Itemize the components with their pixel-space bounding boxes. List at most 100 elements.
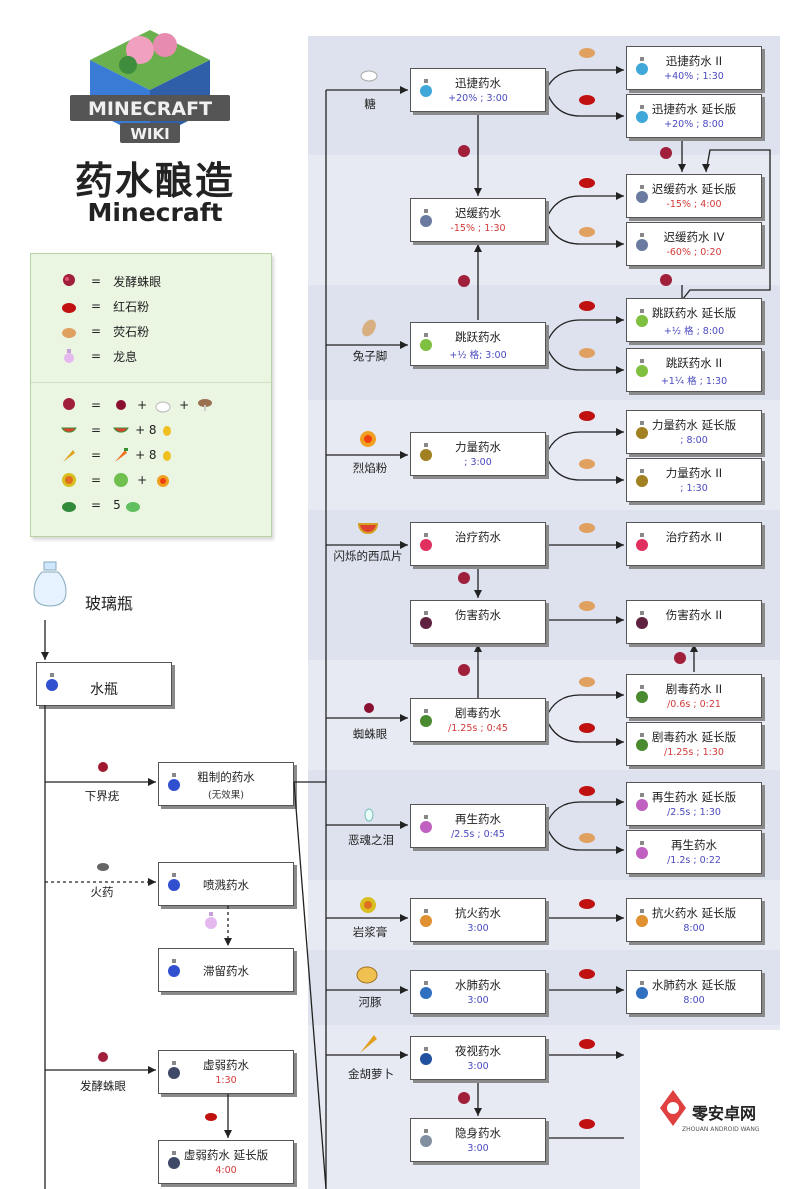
glowstone-dust-icon [579, 348, 595, 358]
potion-bottle-icon [420, 443, 432, 461]
slowness-potion-node[interactable]: 迟缓药水-15% ; 1:30 [410, 198, 546, 242]
weakness-long-potion-node[interactable]: 虚弱药水 延长版 4:00 [158, 1140, 294, 1184]
potion-bottle-icon [420, 709, 432, 727]
gold-nugget-icon [162, 426, 171, 436]
slowness-iv-potion-node[interactable]: 迟缓药水 IV-60% ; 0:20 [626, 222, 762, 266]
leaping-ii-potion-node[interactable]: 跳跃药水 II+1¼ 格 ; 1:30 [626, 348, 762, 392]
spider-eye-label: 蜘蛛眼 [352, 727, 388, 741]
splash-potion-node[interactable]: 喷溅药水 [158, 862, 294, 906]
weakness-potion-node[interactable]: 虚弱药水 1:30 [158, 1050, 294, 1094]
glistering-melon-icon [358, 523, 378, 534]
page-title: 药水酿造 [74, 159, 235, 203]
potion-bottle-icon [636, 359, 648, 377]
gold-nugget-icon [162, 451, 171, 461]
dragon-breath-icon [64, 349, 74, 363]
spider-eye-icon [364, 703, 374, 713]
leaping-potion-node[interactable]: 跳跃药水+½ 格; 3:00 [410, 322, 546, 366]
glowstone-dust-icon [579, 459, 595, 469]
golden-carrot-label: 金胡萝卜 [348, 1067, 394, 1081]
swiftness-ii-potion-node[interactable]: 迅捷药水 II+40% ; 1:30 [626, 46, 762, 90]
poison-ii-potion-node[interactable]: 剧毒药水 II/0.6s ; 0:21 [626, 674, 762, 718]
legend-item: =发酵蛛眼 [61, 270, 161, 292]
glowstone-dust-icon [62, 328, 76, 338]
nether-wart-label: 下界疣 [84, 789, 120, 803]
spider-eye-icon [116, 400, 127, 410]
potion-bottle-icon [420, 533, 432, 551]
healing-potion-node[interactable]: 治疗药水 [410, 522, 546, 566]
awkward-potion-node[interactable]: 粗制的药水 (无效果) [158, 762, 294, 806]
magma-cream-icon [360, 897, 376, 913]
poison-long-potion-node[interactable]: 剧毒药水 延长版/1.25s ; 1:30 [626, 722, 762, 766]
blaze-powder-icon [157, 475, 170, 487]
minecraft-wiki-logo[interactable]: MINECRAFT WIKI [70, 25, 230, 165]
regeneration-ii-potion-node[interactable]: 再生药水/1.2s ; 0:22 [626, 830, 762, 874]
harming-potion-node[interactable]: 伤害药水 [410, 600, 546, 644]
lingering-potion-node[interactable]: 滞留药水 [158, 948, 294, 992]
fermented-spider-eye-icon [674, 652, 686, 664]
potion-bottle-icon [46, 673, 58, 691]
legend-label: 发酵蛛眼 [113, 274, 162, 289]
redstone-dust-icon [579, 411, 595, 421]
poison-potion-node[interactable]: 剧毒药水/1.25s ; 0:45 [410, 698, 546, 742]
gunpowder-label: 火药 [90, 885, 114, 899]
slimeball-icon [114, 473, 129, 487]
harming-ii-potion-node[interactable]: 伤害药水 II [626, 600, 762, 644]
swiftness-potion-node[interactable]: 迅捷药水+20% ; 3:00 [410, 68, 546, 112]
fermented-spider-eye-icon [458, 145, 470, 157]
swiftness-long-potion-node[interactable]: 迅捷药水 延长版+20% ; 8:00 [626, 94, 762, 138]
watermark-text: 零安卓网 [692, 1104, 757, 1123]
potion-bottle-icon [420, 611, 432, 629]
glowstone-dust-icon [579, 677, 595, 687]
svg-text:WIKI: WIKI [130, 125, 169, 143]
glowstone-dust-icon [579, 48, 595, 58]
legend-recipe: = + 8 [61, 444, 175, 466]
water-bottle-node[interactable]: 水瓶 [36, 662, 172, 706]
potion-bottle-icon [636, 841, 648, 859]
redstone-dust-icon [579, 301, 595, 311]
strength-long-potion-node[interactable]: 力量药水 延长版; 8:00 [626, 410, 762, 454]
sugar-label: 糖 [364, 97, 376, 111]
fermented-spider-eye-icon [458, 664, 470, 676]
fermented-spider-eye-icon [63, 274, 75, 286]
blaze-powder-label: 烈焰粉 [352, 461, 388, 475]
potion-bottle-icon [636, 309, 648, 327]
glowstone-dust-icon [579, 833, 595, 843]
potion-bottle-icon [420, 209, 432, 227]
leaping-long-potion-node[interactable]: 跳跃药水 延长版+½ 格 ; 8:00 [626, 298, 762, 342]
nether-wart-icon [98, 762, 108, 772]
redstone-dust-icon [579, 899, 595, 909]
strength-potion-node[interactable]: 力量药水; 3:00 [410, 432, 546, 476]
healing-ii-potion-node[interactable]: 治疗药水 II [626, 522, 762, 566]
fermented-spider-eye-icon [63, 398, 75, 410]
rabbit-foot-label: 兔子脚 [352, 349, 388, 363]
regeneration-long-potion-node[interactable]: 再生药水 延长版/2.5s ; 1:30 [626, 782, 762, 826]
slowness-long-potion-node[interactable]: 迟缓药水 延长版-15% ; 4:00 [626, 174, 762, 218]
legend-divider [31, 382, 271, 383]
potion-bottle-icon [636, 57, 648, 75]
redstone-dust-icon [579, 1039, 595, 1049]
regeneration-potion-node[interactable]: 再生药水/2.5s ; 0:45 [410, 804, 546, 848]
watermark: 零安卓网 ZHOUAN ANDROID WANG [640, 1030, 800, 1189]
strength-ii-potion-node[interactable]: 力量药水 II; 1:30 [626, 458, 762, 502]
golden-carrot-icon [63, 450, 75, 462]
redstone-dust-icon [579, 723, 595, 733]
redstone-dust-icon [579, 178, 595, 188]
sugar-icon [360, 70, 378, 82]
legend-item: =龙息 [61, 345, 137, 367]
magma-cream-icon [62, 473, 76, 487]
redstone-dust-icon [579, 969, 595, 979]
potion-bottle-icon [636, 105, 648, 123]
glistering-melon-icon [61, 427, 77, 433]
legend-panel: =发酵蛛眼 =红石粉 =荧石粉 =龙息 = + + = + 8 = + 8 = [30, 253, 272, 537]
potion-bottle-icon [168, 773, 180, 791]
potion-bottle-icon [420, 333, 432, 351]
watermark-subtext: ZHOUAN ANDROID WANG [682, 1126, 760, 1133]
redstone-dust-icon [205, 1113, 217, 1121]
